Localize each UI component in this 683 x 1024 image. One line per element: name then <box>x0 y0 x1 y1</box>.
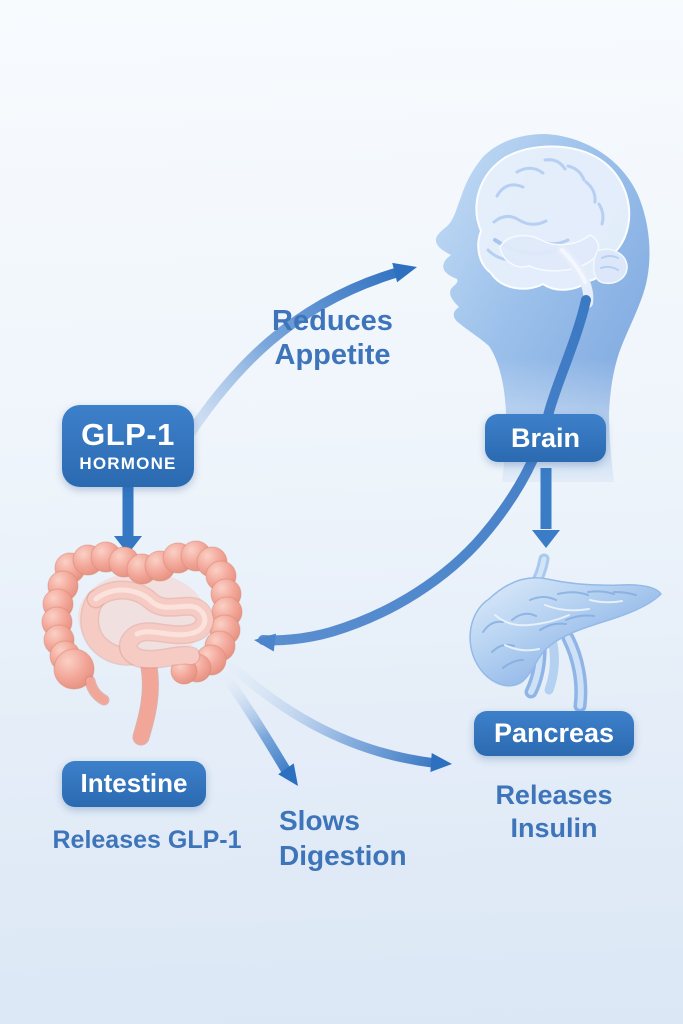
brain-badge: Brain <box>485 414 606 462</box>
reduces-appetite-line1: Reduces <box>272 305 393 337</box>
arrowhead <box>114 536 142 554</box>
reduces-appetite-line2: Appetite <box>274 339 391 371</box>
arrowhead <box>392 262 417 283</box>
slows-digestion-label: Slows Digestion <box>279 803 479 873</box>
releases-insulin-label: Releases Insulin <box>469 779 639 845</box>
glp1-badge-subtitle: HORMONE <box>79 454 177 474</box>
releases-insulin-line1: Releases <box>495 780 613 810</box>
pancreas-badge: Pancreas <box>474 711 634 756</box>
small-intestine-coils <box>80 580 215 669</box>
arrow-intestine-to-digestion <box>224 676 298 786</box>
pancreas-badge-label: Pancreas <box>493 718 615 749</box>
slows-digestion-line1: Slows <box>279 805 360 836</box>
arrow-glp1-to-intestine <box>114 487 142 554</box>
brain-illustration <box>475 145 631 308</box>
pancreas-illustration <box>469 553 662 713</box>
intestine-badge: Intestine <box>62 761 206 807</box>
intestine-badge-label: Intestine <box>80 768 188 799</box>
releases-glp1-text: Releases GLP-1 <box>52 826 242 854</box>
head-silhouette-illustration <box>435 134 650 482</box>
arrowhead <box>278 763 298 786</box>
glp1-badge-title: GLP-1 <box>81 416 175 452</box>
arrow-brain-to-intestine <box>254 295 591 652</box>
glp1-hormone-badge: GLP-1 HORMONE <box>62 405 194 487</box>
arrowhead <box>254 633 276 652</box>
releases-glp1-label: Releases GLP-1 <box>47 826 247 855</box>
brain-badge-label: Brain <box>510 422 581 453</box>
intestine-illustration <box>41 540 243 746</box>
reduces-appetite-label: Reduces Appetite <box>240 304 425 372</box>
arrow-intestine-to-pancreas <box>228 662 452 773</box>
slows-digestion-line2: Digestion <box>279 840 407 871</box>
arrow-brain-to-pancreas <box>532 468 560 548</box>
releases-insulin-line2: Insulin <box>510 813 598 843</box>
arrowhead <box>532 530 560 548</box>
arrowhead <box>430 753 452 773</box>
